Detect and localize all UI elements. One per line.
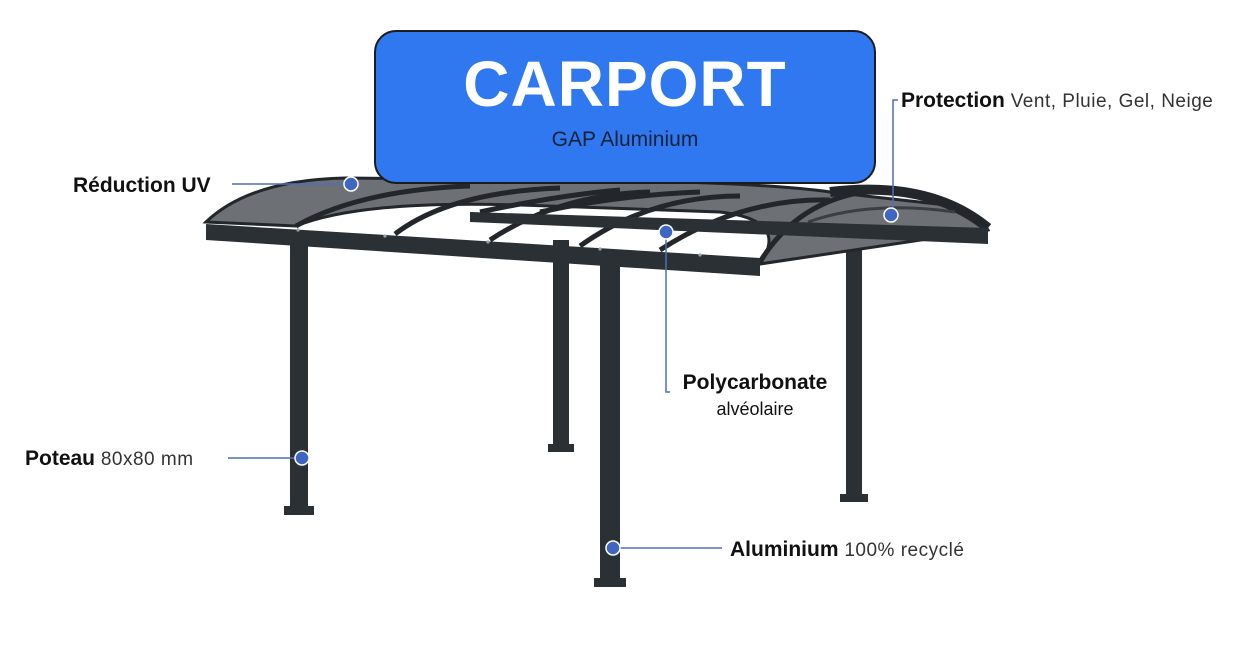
marker-protection: [883, 207, 899, 223]
callout-protection: Protection Vent, Pluie, Gel, Neige: [901, 88, 1213, 115]
callout-protection-strong: Protection: [901, 89, 1005, 112]
marker-polycarbonate: [658, 224, 674, 240]
callout-aluminium: Aluminium 100% recyclé: [730, 537, 964, 564]
callout-leaders: [228, 99, 898, 549]
marker-uv: [343, 176, 359, 192]
title-box: CARPORT GAP Aluminium: [374, 30, 876, 184]
rear-post-right-foot: [840, 494, 868, 502]
front-beam: [206, 224, 760, 276]
roof-arch-rib: [807, 206, 956, 224]
callout-poteau-strong: Poteau: [25, 447, 96, 470]
callout-poteau: Poteau 80x80 mm: [25, 446, 194, 473]
front-post-middle: [600, 262, 620, 582]
page-subtitle: GAP Aluminium: [551, 128, 699, 151]
callout-markers: [294, 176, 899, 556]
beam-screws: [296, 228, 702, 257]
callout-polycarbonate-strong: Polycarbonate: [682, 371, 828, 394]
roof-ribs: [294, 183, 881, 264]
rear-post-right: [846, 236, 862, 498]
rear-post-middle: [553, 240, 569, 450]
rear-post-middle-foot: [548, 444, 574, 452]
marker-aluminium: [605, 540, 621, 556]
front-post-left-foot: [284, 506, 314, 515]
roof-arch-end: [829, 184, 992, 232]
callout-protection-light: Vent, Pluie, Gel, Neige: [1010, 91, 1214, 112]
callout-poteau-light: 80x80 mm: [100, 449, 194, 470]
callout-aluminium-strong: Aluminium: [730, 538, 839, 561]
front-post-left: [290, 240, 308, 512]
callout-polycarbonate: Polycarbonate alvéolaire: [676, 370, 834, 422]
rear-beam: [470, 212, 988, 244]
callout-uv-strong: Réduction UV: [73, 174, 211, 197]
page-title: CARPORT: [463, 48, 787, 120]
callout-uv: Réduction UV: [73, 173, 211, 199]
callout-aluminium-light: 100% recyclé: [844, 540, 965, 561]
marker-poteau: [294, 450, 310, 466]
callout-polycarbonate-line2: alvéolaire: [716, 399, 794, 419]
front-post-middle-foot: [594, 578, 626, 587]
